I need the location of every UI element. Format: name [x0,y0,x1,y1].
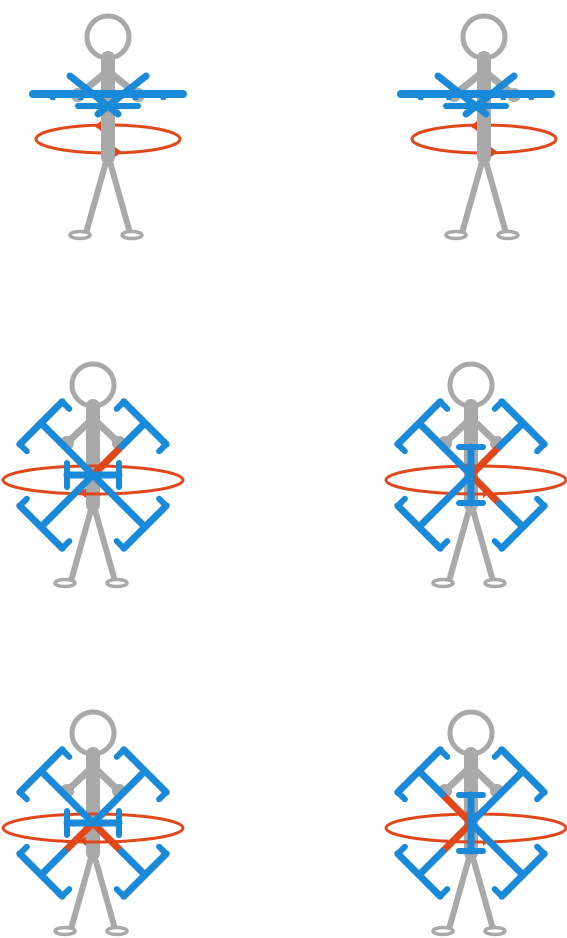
drone-arm [419,504,442,527]
guard-tick [398,792,405,799]
left-leg [449,858,469,929]
right-leg [110,162,130,233]
guard-tick [495,402,502,409]
drone-arm [500,504,523,527]
right-leg [486,162,506,233]
guard-tick [117,889,124,896]
drone-arm [122,771,145,794]
left-leg [71,858,91,929]
panel-top-left [8,7,208,257]
left-foot [433,580,453,587]
guard-tick [117,750,124,757]
left-foot [446,232,466,239]
guard-tick [495,541,502,548]
left-leg [71,510,91,581]
guard-tick [537,792,544,799]
guard-tick [159,444,166,451]
panel-bottom-right [371,703,567,938]
guard-tick [62,541,69,548]
right-foot [498,232,518,239]
right-foot [485,580,505,587]
guard-tick [495,750,502,757]
panel-middle-right [371,355,567,605]
right-leg [473,858,493,929]
guard-tick [398,499,405,506]
left-foot [55,580,75,587]
guard-tick [440,541,447,548]
left-foot [433,928,453,935]
drone-arm [122,423,145,446]
left-leg [86,162,106,233]
guard-tick [62,750,69,757]
drone-arm [122,504,145,527]
right-foot [107,580,127,587]
arrow-head [94,121,101,131]
panel-bottom-left [0,703,193,938]
guard-tick [440,402,447,409]
left-leg [462,162,482,233]
guard-tick [159,499,166,506]
guard-tick [117,402,124,409]
guard-tick [537,499,544,506]
right-foot [122,232,142,239]
drone-arm [419,423,442,446]
guard-tick [159,792,166,799]
guard-tick [159,847,166,854]
panel-middle-left [0,355,193,605]
drone-arm [41,423,64,446]
guard-tick [398,444,405,451]
panel-top-right [384,7,567,257]
guard-tick [398,847,405,854]
guard-tick [537,444,544,451]
right-leg [95,510,115,581]
drone-arm [500,423,523,446]
drone-arm [500,771,523,794]
drone-arm [500,852,523,875]
guard-tick [440,750,447,757]
left-foot [70,232,90,239]
guard-tick [495,889,502,896]
arrow-head [491,147,498,157]
arrow-head [115,147,122,157]
guard-tick [440,889,447,896]
left-leg [449,510,469,581]
guard-tick [117,541,124,548]
guard-tick [62,402,69,409]
drone-arm [41,852,64,875]
drone-arm [41,504,64,527]
drone-arm [41,771,64,794]
drone-arm [122,852,145,875]
right-leg [473,510,493,581]
arrow-head [470,121,477,131]
drone-arm [419,852,442,875]
guard-tick [20,792,27,799]
guard-tick [20,499,27,506]
left-foot [55,928,75,935]
right-foot [107,928,127,935]
right-leg [95,858,115,929]
guard-tick [20,444,27,451]
right-foot [485,928,505,935]
drone-arm [419,771,442,794]
guard-tick [20,847,27,854]
guard-tick [62,889,69,896]
guard-tick [537,847,544,854]
